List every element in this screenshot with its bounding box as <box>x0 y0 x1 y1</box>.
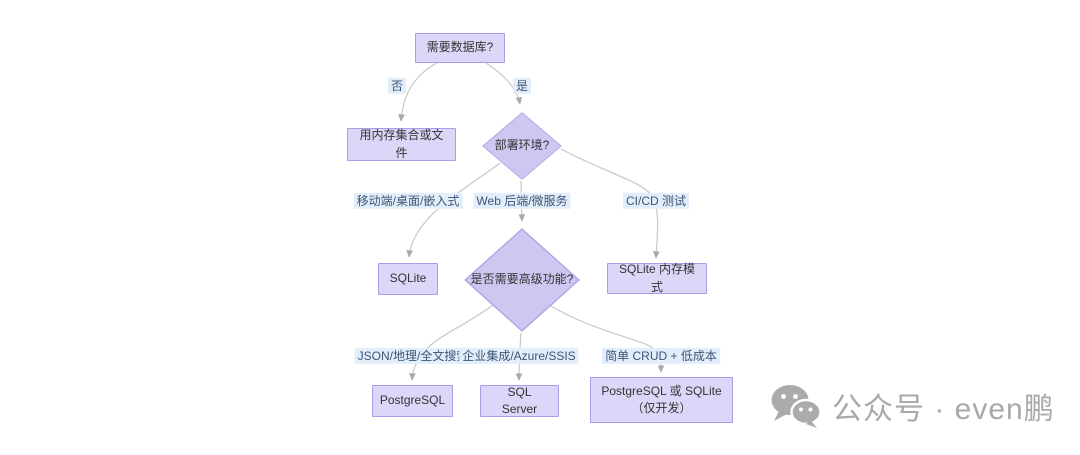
node-sql-server: SQL Server <box>480 385 559 417</box>
node-need-database: 需要数据库? <box>415 33 505 63</box>
node-deploy-environment-label: 部署环境? <box>494 138 550 153</box>
edge-label-mobile-desktop-embedded: 移动端/桌面/嵌入式 <box>353 192 463 210</box>
watermark-text: 公众号 · even鹏 <box>832 393 1055 426</box>
node-postgresql: PostgreSQL <box>372 385 453 417</box>
node-deploy-environment: 部署环境? <box>482 112 562 180</box>
node-postgresql-or-sqlite-dev: PostgreSQL 或 SQLite（仅开发） <box>590 377 733 423</box>
node-memory-collection-or-file: 用内存集合或文件 <box>347 128 456 161</box>
node-sqlite-memory-mode-label: SQLite 内存模式 <box>618 262 696 294</box>
node-sql-server-label: SQL Server <box>501 384 538 416</box>
edge-label-no: 否 <box>387 77 407 95</box>
node-sqlite-memory-mode: SQLite 内存模式 <box>607 262 707 294</box>
edge-no <box>398 62 438 122</box>
node-sqlite: SQLite <box>378 263 438 295</box>
edge-label-enterprise-azure-ssis: 企业集成/Azure/SSIS <box>459 347 579 365</box>
edge-label-simple-crud-low-cost: 简单 CRUD + 低成本 <box>602 347 720 365</box>
wechat-icon <box>771 385 822 428</box>
node-sqlite-label: SQLite <box>389 271 427 286</box>
edge-label-web-backend-microservices: Web 后端/微服务 <box>473 192 571 210</box>
diamond-shape <box>482 112 562 180</box>
edge-label-json-geo-fulltext: JSON/地理/全文搜索 <box>354 347 472 365</box>
node-need-database-label: 需要数据库? <box>426 40 494 55</box>
diamond-shape <box>464 228 580 332</box>
watermark: 公众号 · even鹏 <box>770 384 1055 428</box>
node-memory-collection-or-file-label: 用内存集合或文件 <box>359 128 444 160</box>
edge-label-cicd-testing: CI/CD 测试 <box>622 192 690 210</box>
node-postgresql-or-sqlite-dev-label: PostgreSQL 或 SQLite（仅开发） <box>601 383 722 415</box>
edge-label-yes: 是 <box>512 77 532 95</box>
node-need-advanced-features-label: 是否需要高级功能? <box>470 272 574 287</box>
node-postgresql-label: PostgreSQL <box>379 393 446 408</box>
node-need-advanced-features: 是否需要高级功能? <box>464 228 580 332</box>
